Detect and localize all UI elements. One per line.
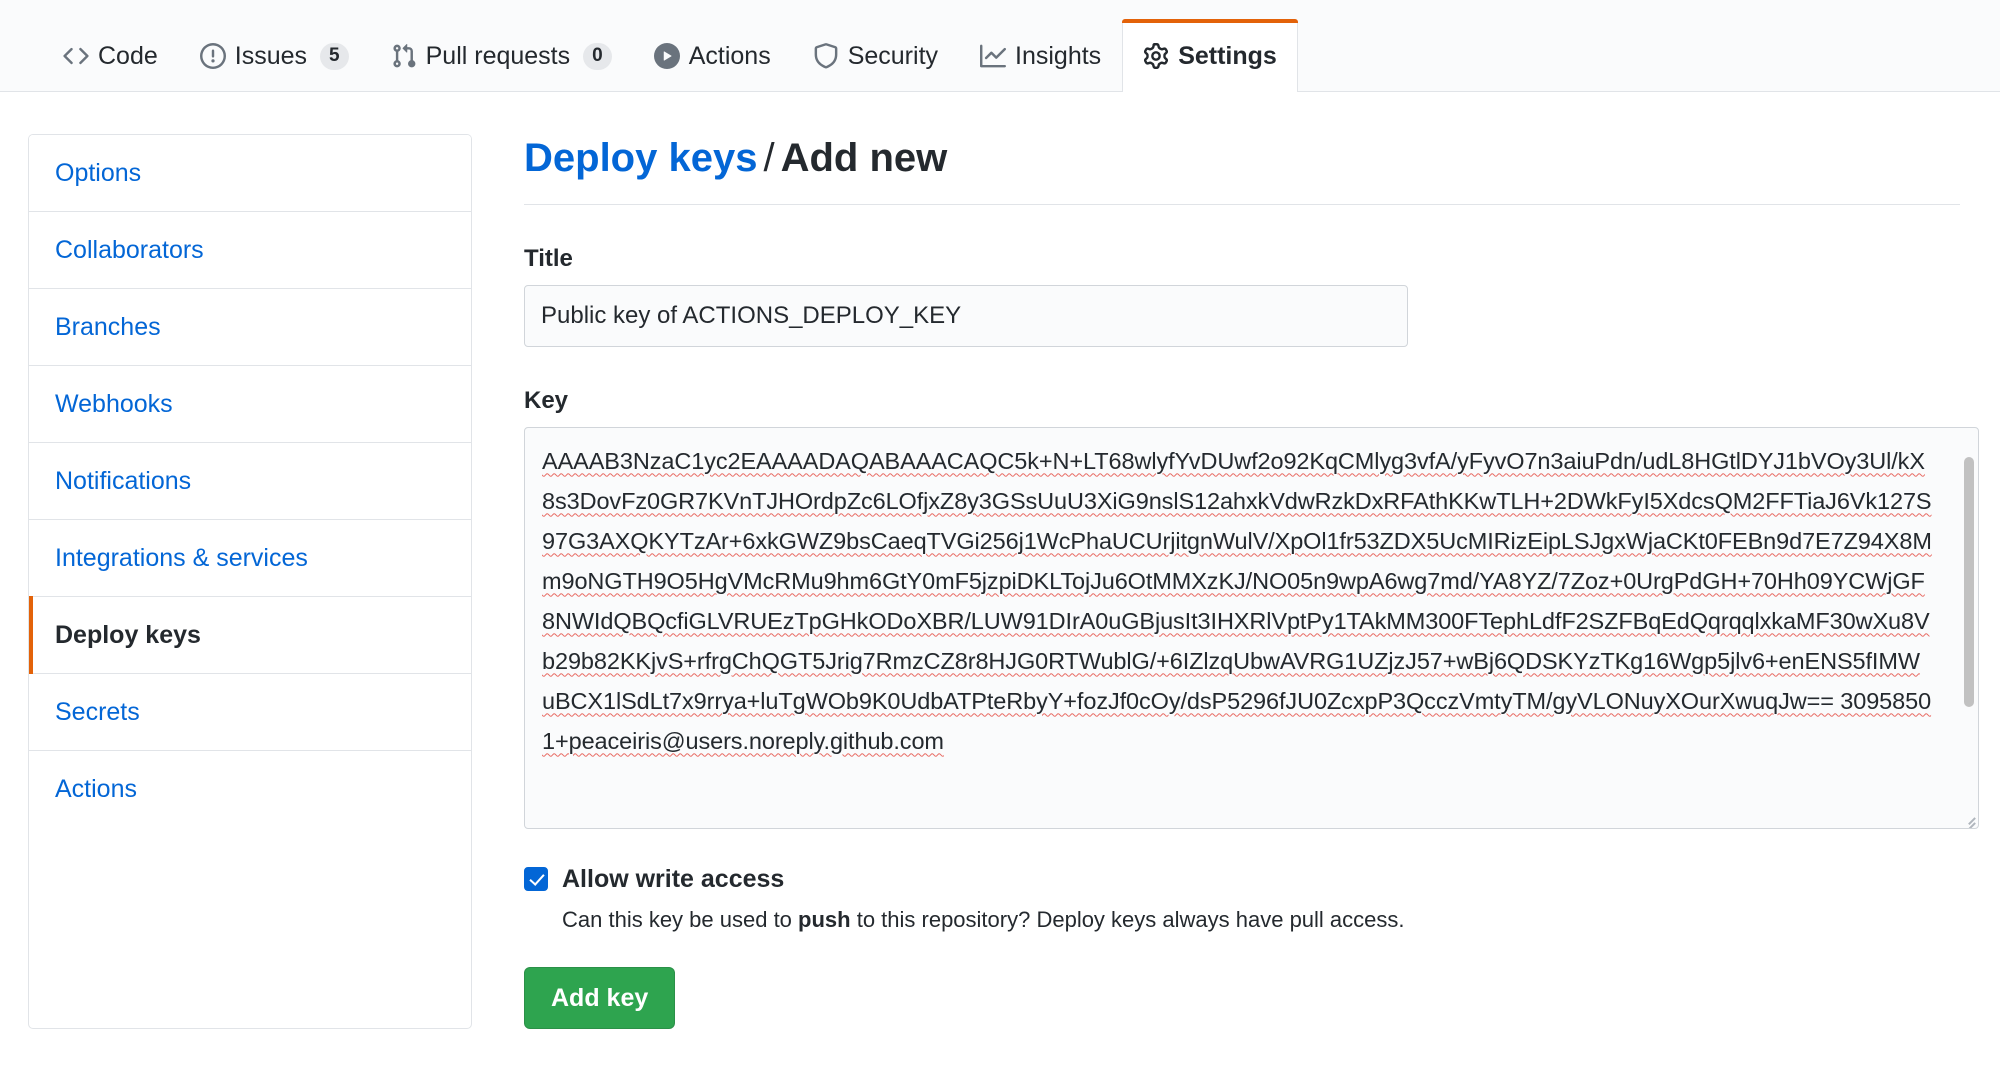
- play-icon: [653, 43, 680, 69]
- gear-icon: [1143, 43, 1169, 69]
- sidebar-item-label: Deploy keys: [55, 621, 201, 649]
- allow-write-access-checkbox[interactable]: [524, 867, 548, 892]
- sidebar-item-label: Collaborators: [55, 236, 204, 264]
- sidebar-item-label: Webhooks: [55, 390, 173, 418]
- sidebar-item-label: Options: [55, 159, 142, 187]
- deploy-key-textarea[interactable]: AAAAB3NzaC1yc2EAAAADAQABAAACAQC5k+N+LT68…: [542, 448, 1932, 755]
- sidebar-item-label: Branches: [55, 313, 161, 341]
- note-bold: push: [798, 907, 851, 933]
- note-prefix: Can this key be used to: [562, 907, 799, 933]
- tab-code-label: Code: [98, 41, 158, 70]
- deploy-key-title-input[interactable]: [524, 285, 1408, 348]
- sidebar-item-label: Secrets: [55, 698, 140, 726]
- sidebar-item-branches[interactable]: Branches: [29, 289, 471, 366]
- tab-security[interactable]: Security: [792, 19, 959, 92]
- allow-write-access-row: Allow write access: [524, 861, 1960, 897]
- tab-security-label: Security: [847, 41, 939, 70]
- sidebar-item-label: Actions: [55, 775, 137, 803]
- sidebar-item-deploy-keys[interactable]: Deploy keys: [29, 596, 471, 674]
- tab-pull-requests-label: Pull requests: [425, 41, 571, 70]
- title-field-label: Title: [524, 245, 573, 272]
- deploy-key-textarea-wrapper: AAAAB3NzaC1yc2EAAAADAQABAAACAQC5k+N+LT68…: [524, 427, 1979, 830]
- breadcrumb-parent-link[interactable]: Deploy keys: [524, 136, 758, 180]
- sidebar-item-integrations-services[interactable]: Integrations & services: [29, 520, 471, 597]
- tab-issues-label: Issues: [234, 41, 308, 70]
- sidebar-item-collaborators[interactable]: Collaborators: [29, 212, 471, 289]
- key-textarea-scrollbar-thumb[interactable]: [1964, 457, 1974, 708]
- breadcrumb-current: Add new: [780, 136, 948, 180]
- sidebar-item-actions[interactable]: Actions: [29, 751, 471, 827]
- tab-pull-requests[interactable]: Pull requests 0: [370, 19, 633, 92]
- breadcrumb-separator: /: [763, 136, 775, 180]
- add-key-button[interactable]: Add key: [524, 967, 676, 1030]
- tab-settings-label: Settings: [1178, 41, 1277, 70]
- code-icon: [63, 43, 89, 69]
- sidebar-item-options[interactable]: Options: [29, 135, 471, 212]
- main-content: Deploy keys/Add new Title Key AAAAB3NzaC…: [472, 134, 2000, 1030]
- key-textarea-scrollbar[interactable]: [1961, 429, 1977, 828]
- sidebar-item-label: Notifications: [55, 467, 192, 495]
- tab-insights[interactable]: Insights: [959, 19, 1122, 92]
- sidebar-item-webhooks[interactable]: Webhooks: [29, 366, 471, 443]
- shield-icon: [813, 43, 839, 69]
- settings-sidebar: Options Collaborators Branches Webhooks …: [28, 134, 472, 1030]
- page-title: Deploy keys/Add new: [524, 134, 1960, 205]
- allow-write-access-label[interactable]: Allow write access: [562, 865, 785, 894]
- tab-issues[interactable]: Issues 5: [179, 19, 370, 92]
- tab-insights-label: Insights: [1015, 41, 1102, 70]
- sidebar-item-notifications[interactable]: Notifications: [29, 443, 471, 520]
- tab-actions-label: Actions: [688, 41, 771, 70]
- key-field-label: Key: [524, 387, 569, 415]
- graph-icon: [980, 43, 1007, 69]
- pull-requests-count: 0: [583, 42, 612, 70]
- tab-code[interactable]: Code: [42, 19, 179, 92]
- allow-write-access-note: Can this key be used to push to this rep…: [562, 904, 1960, 936]
- tab-settings[interactable]: Settings: [1122, 19, 1298, 92]
- page-body: Options Collaborators Branches Webhooks …: [0, 92, 2000, 1030]
- repo-nav: Code Issues 5 Pull requests 0 Actions Se…: [0, 0, 2000, 92]
- sidebar-item-secrets[interactable]: Secrets: [29, 674, 471, 751]
- tab-actions[interactable]: Actions: [633, 19, 792, 92]
- issues-count: 5: [320, 42, 349, 70]
- note-suffix: to this repository? Deploy keys always h…: [850, 907, 1405, 933]
- sidebar-item-label: Integrations & services: [55, 544, 308, 572]
- git-pull-request-icon: [391, 43, 417, 69]
- issue-opened-icon: [199, 43, 226, 69]
